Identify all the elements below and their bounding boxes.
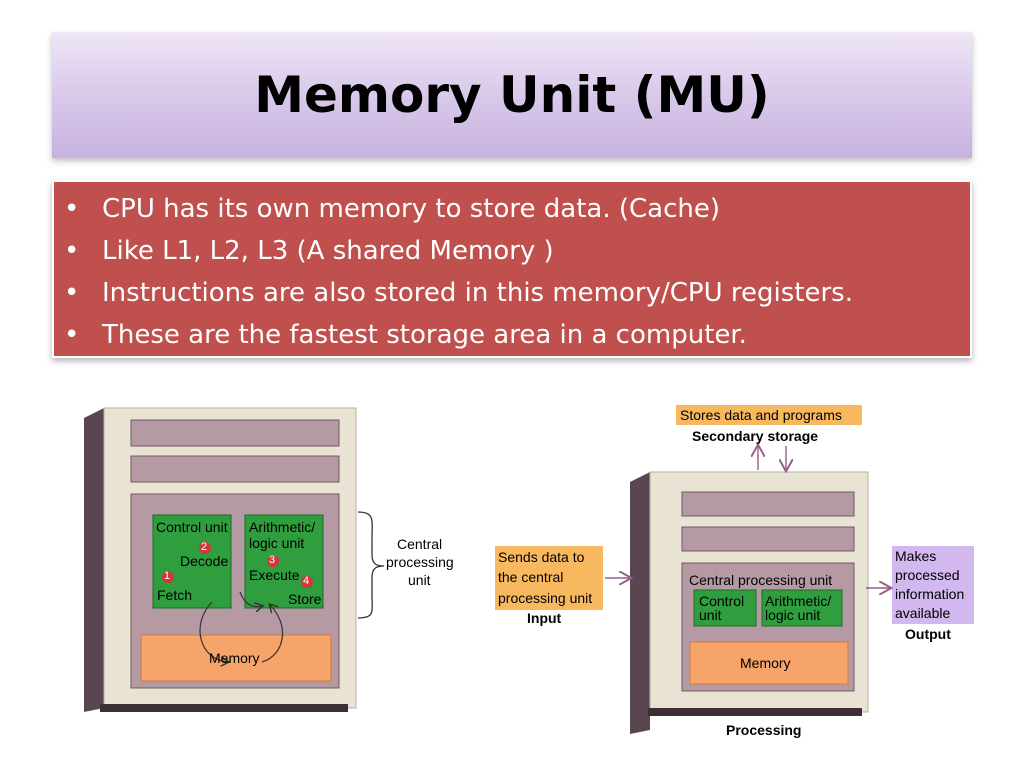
cpu-caption: Central [397,536,443,552]
execute-label: Execute [249,567,300,583]
slide-title: Memory Unit (MU) [254,66,770,124]
fetch-label: Fetch [157,587,193,603]
store-label: Store [288,591,322,607]
memory-box [689,641,849,685]
input-note: processing unit [498,590,593,606]
step-number: 3 [269,554,276,566]
processing-label: Processing [726,722,802,738]
step-number: 1 [164,570,171,582]
cycle-arrow [239,591,262,607]
alu-label: logic unit [249,535,305,551]
bullet-item: Instructions are also stored in this mem… [54,272,970,314]
bullet-box: CPU has its own memory to store data. (C… [52,180,972,358]
bullet-item: Like L1, L2, L3 (A shared Memory ) [54,230,970,272]
drive-bay [681,526,855,552]
memory-label: Memory [740,655,791,671]
input-note: the central [498,569,564,585]
alu-box [244,514,324,609]
step-marker [267,555,279,567]
control-unit-label: Control unit [156,519,228,535]
cpu-caption: unit [408,572,431,588]
tower-foot [648,708,862,716]
output-note: information [895,586,965,602]
input-note-box [495,546,603,610]
input-label: Input [527,610,562,626]
alu-box [761,589,843,627]
tower-foot [100,704,348,712]
cpu-brace [357,511,385,619]
output-note-box [892,546,974,624]
control-unit-label: Control [699,593,745,609]
cpu-caption: processing [386,554,454,570]
step-number: 4 [303,575,310,587]
tower-side [84,408,104,712]
output-note: available [895,605,951,621]
output-note: processed [895,567,960,583]
memory-box [140,634,332,682]
alu-label: Arithmetic/ [249,519,316,535]
output-label: Output [905,626,951,642]
step-number: 2 [201,541,208,553]
secondary-storage-label: Secondary storage [692,428,819,444]
bullet-item: CPU has its own memory to store data. (C… [54,188,970,230]
cpu-title: Central processing unit [689,572,833,588]
cycle-arrow [261,605,284,663]
decode-label: Decode [180,553,229,569]
bullet-list: CPU has its own memory to store data. (C… [54,182,970,356]
cycle-arrow [199,601,228,662]
output-note: Makes [895,548,937,564]
memory-label: Memory [209,650,260,666]
alu-label: Arithmetic/ [765,593,832,609]
step-marker [301,576,313,588]
input-note: Sends data to [498,549,585,565]
title-banner: Memory Unit (MU) [52,32,972,158]
secondary-note: Stores data and programs [680,407,842,423]
bullet-item: These are the fastest storage area in a … [54,314,970,356]
secondary-note-box [676,405,862,425]
drive-bay [681,491,855,517]
drive-bay [130,419,340,447]
control-unit-box [693,589,757,627]
drive-bay [130,455,340,483]
step-marker [162,571,174,583]
control-unit-label: unit [699,607,722,623]
step-marker [199,542,211,554]
alu-label: logic unit [765,607,821,623]
control-unit-box [152,514,232,609]
tower-side [630,472,650,734]
